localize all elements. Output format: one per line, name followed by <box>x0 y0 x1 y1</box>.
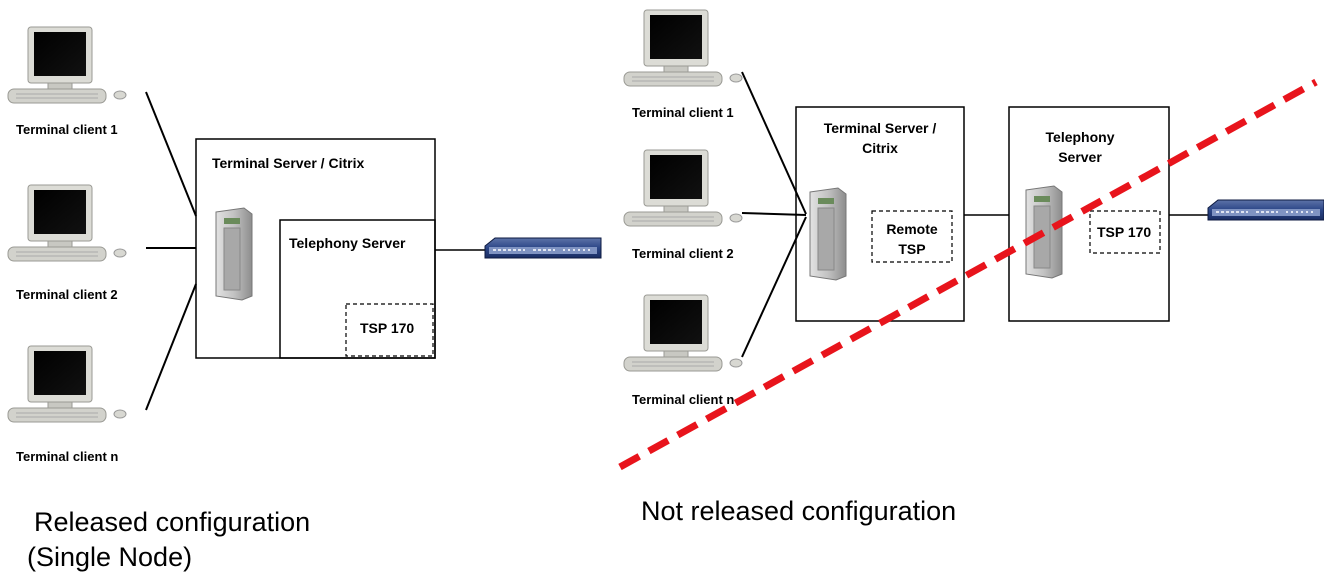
not-released-configuration-diagram: Terminal client 1 Terminal client 2 Term… <box>618 9 1324 526</box>
caption-single-node: (Single Node) <box>27 542 192 572</box>
telephony-server-box <box>1008 106 1170 322</box>
client-label-1: Terminal client 1 <box>16 122 118 137</box>
released-configuration-diagram: Terminal client 1 Terminal client 2 Term… <box>7 26 602 572</box>
client-label-2: Terminal client 2 <box>16 287 118 302</box>
tsp-170-box <box>1089 210 1161 254</box>
connector-line <box>145 91 197 217</box>
server-tower-icon <box>809 187 847 281</box>
terminal-server-label: Citrix <box>862 140 898 156</box>
tsp-170-box <box>345 303 434 357</box>
client-label-1: Terminal client 1 <box>632 105 734 120</box>
telephony-server-label: Telephony <box>1046 129 1115 145</box>
caption-not-released: Not released configuration <box>641 496 956 526</box>
client-label-2: Terminal client 2 <box>632 246 734 261</box>
remote-tsp-box <box>871 210 953 263</box>
computer-icon <box>623 294 743 372</box>
connector-line <box>145 283 197 411</box>
client-label-n: Terminal client n <box>16 449 118 464</box>
network-switch-icon <box>1207 199 1324 221</box>
computer-icon <box>7 26 127 104</box>
telephony-server-label: Telephony Server <box>289 235 406 251</box>
strike-through-line <box>618 78 1318 471</box>
tsp-170-label: TSP 170 <box>360 320 414 336</box>
network-switch-icon <box>484 237 602 259</box>
client-label-n: Terminal client n <box>632 392 734 407</box>
computer-icon <box>623 149 743 227</box>
computer-icon <box>623 9 743 87</box>
computer-icon <box>7 184 127 262</box>
terminal-server-label: Terminal Server / <box>824 120 937 136</box>
remote-tsp-label: Remote <box>886 221 938 237</box>
computer-icon <box>7 345 127 423</box>
caption-released: Released configuration <box>34 507 310 537</box>
terminal-server-label: Terminal Server / Citrix <box>212 155 364 171</box>
server-tower-icon <box>1025 185 1063 279</box>
tsp-170-label: TSP 170 <box>1097 224 1151 240</box>
telephony-server-label: Server <box>1058 149 1102 165</box>
server-tower-icon <box>215 207 253 301</box>
remote-tsp-label: TSP <box>898 241 925 257</box>
telephony-server-box <box>279 219 436 359</box>
